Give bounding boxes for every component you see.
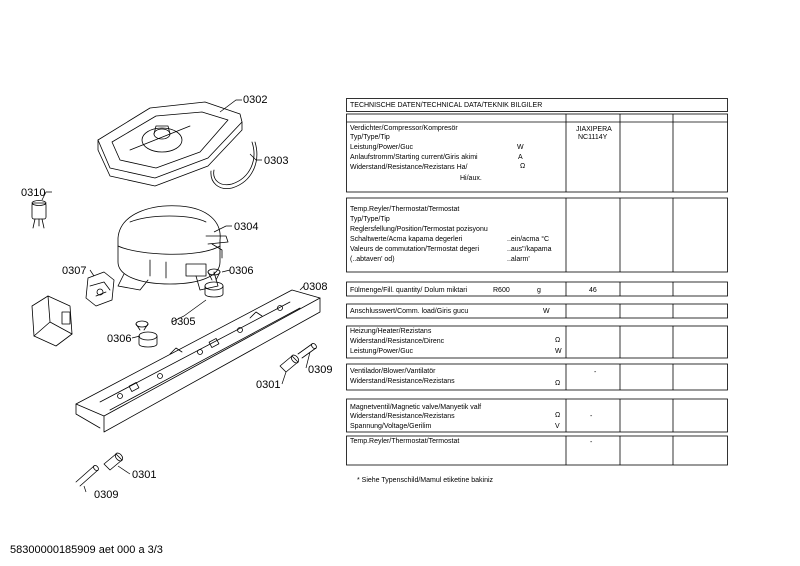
part-label-0309-upper: 0309 <box>308 364 332 376</box>
heater-line-2: Widerstand/Resistance/Direnc <box>350 338 445 345</box>
part-label-0309-lower: 0309 <box>94 489 118 501</box>
table-header: TECHNISCHE DATEN/TECHNICAL DATA/TEKNIK B… <box>350 102 543 109</box>
compressor-line-2: Typ/Type/Tip <box>350 134 390 141</box>
leader-lines <box>41 99 311 493</box>
part-label-0306-lower: 0306 <box>107 333 131 345</box>
thermostat-unit-1: ..ein/acma °C <box>507 236 550 243</box>
thermostat-line-4: Schaltwerte/Acma kapama degerleri <box>350 236 463 243</box>
capacitor-part <box>31 200 47 229</box>
heater-unit-ohm: Ω <box>555 337 561 344</box>
valve-line-2: Widerstand/Resistance/Rezistans <box>350 413 455 420</box>
heater-unit-w: W <box>555 348 562 355</box>
valve-unit-v: V <box>555 423 560 430</box>
compressor-value-line-2: NC1114Y <box>578 134 608 141</box>
part-label-0304: 0304 <box>234 221 258 233</box>
valve-line-3: Spannung/Voltage/Gerilim <box>350 423 432 430</box>
pin-lower-part <box>75 464 99 487</box>
fill-refrigerant: R600 <box>493 287 510 294</box>
part-label-0306-upper: 0306 <box>229 265 253 277</box>
thermostat-line-3: Reglersfellung/Position/Termostat pozisy… <box>350 226 488 233</box>
part-label-0310: 0310 <box>21 187 45 199</box>
relay-part <box>85 271 115 307</box>
relay-cover-part <box>31 295 73 347</box>
fill-unit: g <box>537 287 541 294</box>
pin-upper-part <box>297 342 317 359</box>
grommet-lower-part <box>135 320 158 348</box>
compressor-line-4: Anlaufstromm/Starting current/Giris akim… <box>350 154 478 161</box>
drip-tray-part <box>97 101 243 187</box>
thermostat2-value: - <box>590 439 593 446</box>
valve-value: - <box>590 413 593 420</box>
part-label-0303: 0303 <box>264 155 288 167</box>
fan-value: - <box>594 369 597 376</box>
valve-unit-ohm: Ω <box>555 412 561 419</box>
compressor-value-line-1: JIAXIPERA <box>576 126 612 133</box>
valve-line-1: Magnetventil/Magnetic valve/Manyetik val… <box>350 404 482 411</box>
fill-value: 46 <box>589 287 597 294</box>
hose-part <box>210 141 258 189</box>
compressor-line-3: Leistung/Power/Guc <box>350 144 414 151</box>
compressor-line-5: Widerstand/Resistance/Rezistans Ha/ <box>350 164 468 171</box>
thermostat-unit-2: ..aus"/kapama <box>507 246 552 253</box>
thermostat2-label: Temp.Reyler/Thermostat/Termostat <box>350 438 460 445</box>
thermostat-line-6: (..abtaven' od) <box>350 256 395 263</box>
spacer-sleeve-lower-part <box>103 452 124 471</box>
part-label-0307: 0307 <box>62 265 86 277</box>
fan-unit-ohm: Ω <box>555 380 561 387</box>
part-number-labels: 0302 0303 0310 0304 0307 0306 0308 0305 … <box>21 94 332 501</box>
part-label-0305: 0305 <box>171 316 195 328</box>
compressor-unit-ohm: Ω <box>520 163 526 170</box>
footnote: * Siehe Typenschild/Mamul etiketine baki… <box>357 477 494 484</box>
thermostat-line-5: Valeurs de commutation/Termostat degeri <box>350 246 480 253</box>
load-label: Anschlusswert/Comm. load/Giris gucu <box>350 308 469 315</box>
part-label-0301-lower: 0301 <box>132 469 156 481</box>
part-label-0308: 0308 <box>303 281 327 293</box>
load-unit: W <box>543 308 550 315</box>
compressor-unit-a: A <box>518 154 523 161</box>
heater-line-3: Leistung/Power/Guc <box>350 348 414 355</box>
thermostat-line-1: Temp.Reyler/Thermostat/Termostat <box>350 206 460 213</box>
mounting-rail-part <box>75 289 321 433</box>
grommet-upper-part <box>204 268 224 298</box>
heater-line-1: Heizung/Heater/Rezistans <box>350 328 432 335</box>
compressor-part <box>117 205 229 291</box>
fan-line-2: Widerstand/Resistance/Rezistans <box>350 378 455 385</box>
fill-quantity-label: Fülmenge/Fill. quantity/ Dolum miktari <box>350 287 468 294</box>
part-label-0301-upper: 0301 <box>256 379 280 391</box>
spacer-sleeve-upper-part <box>279 354 300 373</box>
thermostat-line-2: Typ/Type/Tip <box>350 216 390 223</box>
compressor-hi-aux: Hi/aux. <box>460 175 482 182</box>
technical-data-table <box>346 98 728 466</box>
document-id: 58300000185909 aet 000 a 3/3 <box>10 544 163 556</box>
part-label-0302: 0302 <box>243 94 267 106</box>
compressor-line-1: Verdichter/Compressor/Kompresör <box>350 125 458 132</box>
compressor-unit-w: W <box>517 144 524 151</box>
thermostat-unit-3: ..alarm' <box>507 256 530 263</box>
fan-line-1: Ventilador/Blower/Vantilatör <box>350 368 436 375</box>
